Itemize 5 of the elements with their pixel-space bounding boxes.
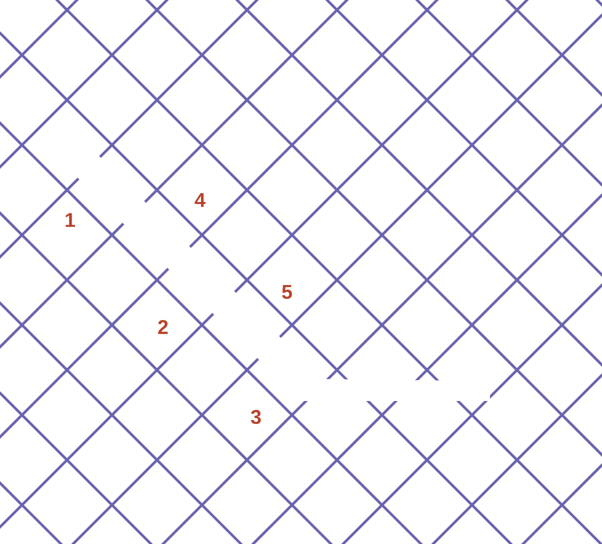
callout-number: 3 [250, 410, 261, 424]
callout-number: 4 [194, 193, 206, 207]
callout-number: 5 [282, 285, 292, 299]
callout-number: 1 [66, 213, 75, 227]
callout-number: 2 [158, 320, 168, 334]
